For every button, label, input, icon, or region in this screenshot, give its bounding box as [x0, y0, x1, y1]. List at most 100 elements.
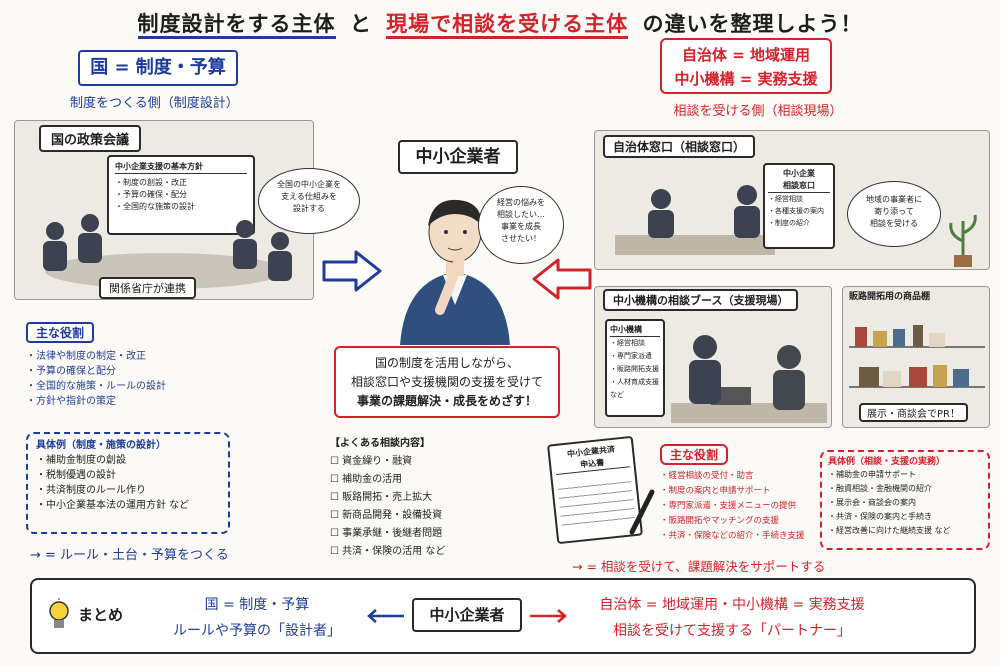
- shelf-note-text: 展示・商談会でPR！: [867, 409, 960, 420]
- shelf-note: 展示・商談会でPR！: [859, 403, 968, 422]
- left-role-item: ・方針や指針の策定: [26, 396, 116, 407]
- consult-item: ☐ 新商品開発・設備投資: [330, 510, 443, 521]
- summary-center: 中小企業者: [412, 598, 522, 632]
- summary-right: 自治体 = 地域運用・中小機構 = 実務支援 相談を受けて支援する「パートナー」: [572, 592, 892, 644]
- left-subheader: 制度をつくる側（制度設計）: [70, 96, 239, 111]
- right-roles: 主な役割 ・経営相談の受付・助言 ・制度の案内と申請サポート ・専門家派遣・支援…: [660, 444, 810, 544]
- booth-sign-item: ・販路開拓支援: [610, 365, 659, 373]
- left-role-text: 法律や制度の制定・改正: [36, 351, 146, 362]
- right-role-text: 共済・保険などの紹介・手続き支援: [668, 531, 805, 541]
- shelf-title: 販路開拓用の商品棚: [849, 292, 931, 302]
- consult-item-text: 販路開拓・売上拡大: [342, 492, 433, 503]
- center-bubble-line: させたい！: [501, 234, 541, 243]
- right-role-text: 販路開拓やマッチングの支援: [668, 516, 780, 526]
- center-bubble-line: 事業を成長: [501, 222, 541, 231]
- right-example-item: ・融資相談・金融機関の紹介: [828, 484, 932, 493]
- meeting-label: 国の政策会議: [39, 125, 142, 152]
- window-bubble-line: 寄り添って: [874, 207, 914, 216]
- window-speech-bubble: 地域の事業者に 寄り添って 相談を受ける: [847, 181, 941, 247]
- left-roles: 主な役割 ・法律や制度の制定・改正 ・予算の確保と配分 ・全国的な施策・ルールの…: [26, 322, 266, 409]
- policy-board-list: ・制度の創設・改正 ・予算の確保・配分 ・全国的な施策の設計: [115, 177, 247, 213]
- summary-box: まとめ 国 = 制度・予算 ルールや予算の「設計者」 中小企業者 自治体 = 地…: [30, 578, 976, 654]
- left-example-item: ・中小企業基本法の運用方針 など: [36, 500, 190, 511]
- summary-right-line: 自治体 = 地域運用・中小機構 = 実務支援: [599, 597, 865, 613]
- consult-item: ☐ 事業承継・後継者問題: [330, 528, 443, 539]
- left-example-text: 共済制度のルール作り: [46, 485, 146, 496]
- local-window-label: 自治体窓口（相談窓口）: [603, 135, 756, 158]
- booth-sign-item: など: [610, 391, 624, 399]
- center-label-text: 中小企業者: [415, 147, 501, 167]
- consult-item: ☐ 販路開拓・売上拡大: [330, 492, 433, 503]
- left-example-text: 中小企業基本法の運用方針 など: [46, 500, 190, 511]
- lightbulb-icon: [49, 598, 69, 628]
- consult-item: ☐ 資金繰り・融資: [330, 456, 413, 467]
- right-header-line: 自治体 = 地域運用: [681, 46, 810, 64]
- summary-arrow-left-icon: [367, 609, 404, 623]
- right-example-item: ・展示会・商談会の案内: [828, 498, 916, 507]
- local-window-sign-title: 中小企業: [783, 169, 815, 178]
- local-window-scene: 自治体窓口（相談窓口） 中小企業 相談窓口 ・経営相談 ・各種支援の案内 ・制度…: [594, 130, 990, 270]
- booth-sign-item: ・人材育成支援: [610, 378, 659, 386]
- left-role-text: 方針や指針の策定: [36, 396, 116, 407]
- center-message: 国の制度を活用しながら、 相談窓口や支援機関の支援を受けて 事業の課題解決・成長…: [334, 346, 560, 418]
- left-examples: 具体例（制度・施策の設計） ・補助金制度の創設 ・税制優遇の設計 ・共済制度のル…: [26, 432, 230, 534]
- arrow-left-red-icon: [532, 258, 592, 300]
- booth-people-illustration: [671, 335, 827, 423]
- left-example-text: 補助金制度の創設: [46, 455, 126, 466]
- summary-right-line: 相談を受けて支援する「パートナー」: [613, 623, 851, 639]
- consult-item-text: 新商品開発・設備投資: [342, 510, 443, 521]
- right-example-item: ・経営改善に向けた継続支援 など: [828, 526, 951, 535]
- window-bubble-line: 相談を受ける: [870, 219, 918, 228]
- consult-list: 【よくある相談内容】 ☐ 資金繰り・融資 ☐ 補助金の活用 ☐ 販路開拓・売上拡…: [330, 436, 530, 561]
- consult-item-text: 共済・保険の活用 など: [342, 546, 446, 557]
- title-prefix: 制度設計をする主体: [137, 12, 336, 39]
- summary-left-line: ルールや予算の「設計者」: [173, 623, 341, 639]
- center-message-line: 相談窓口や支援機関の支援を受けて: [350, 375, 543, 389]
- left-examples-title: 具体例（制度・施策の設計）: [36, 440, 166, 451]
- booth-sign-item: ・専門家派遣: [610, 352, 652, 360]
- right-conclusion: → = 相談を受けて、課題解決をサポートする: [572, 559, 826, 574]
- right-example-text: 経営改善に向けた継続支援 など: [836, 526, 951, 535]
- consult-item-text: 資金繰り・融資: [342, 456, 413, 467]
- right-roles-title-text: 主な役割: [670, 448, 719, 462]
- right-role-item: ・販路開拓やマッチングの支援: [660, 516, 780, 526]
- center-thought-bubble: 経営の悩みを 相談したい… 事業を成長 させたい！: [478, 186, 564, 264]
- local-window-sign-item: ・経営相談: [768, 195, 803, 203]
- shelf-scene: 販路開拓用の商品棚 展示・商談会でPR！: [842, 286, 990, 428]
- left-bubble-line: 支える仕組みを: [281, 192, 337, 201]
- booth-scene: 中小機構の相談ブース（支援現場） 中小機構 ・経営相談 ・専門家派遣 ・販路開拓…: [594, 286, 832, 428]
- consult-items: ☐ 資金繰り・融資 ☐ 補助金の活用 ☐ 販路開拓・売上拡大 ☐ 新商品開発・設…: [330, 453, 530, 561]
- summary-left: 国 = 制度・予算 ルールや予算の「設計者」: [142, 592, 372, 644]
- ministry-label: 関係省庁が連携: [99, 277, 196, 299]
- booth-label: 中小機構の相談ブース（支援現場）: [603, 289, 799, 311]
- left-thought-bubble: 全国の中小企業を 支える仕組みを 設計する: [258, 168, 360, 234]
- right-examples-title: 具体例（相談・支援の実務）: [828, 457, 946, 467]
- booth-sign-title: 中小機構: [610, 324, 660, 337]
- consult-item-text: 事業承継・後継者問題: [342, 528, 443, 539]
- left-roles-title-text: 主な役割: [36, 326, 85, 340]
- booth-sign-list: ・経営相談 ・専門家派遣 ・販路開拓支援 ・人材育成支援 など: [610, 337, 660, 402]
- right-examples-list: ・補助金の申請サポート ・融資相談・金融機関の紹介 ・展示会・商談会の案内 ・共…: [828, 468, 982, 538]
- window-staff-illustration: [615, 185, 775, 255]
- summary-left-line: 国 = 制度・予算: [204, 597, 310, 613]
- meeting-label-text: 国の政策会議: [51, 133, 130, 148]
- left-conclusion: → = ルール・土台・予算をつくる: [30, 548, 229, 563]
- left-example-item: ・共済制度のルール作り: [36, 485, 146, 496]
- right-role-text: 制度の案内と申請サポート: [668, 486, 771, 496]
- booth-label-text: 中小機構の相談ブース（支援現場）: [613, 294, 789, 307]
- page-title: 制度設計をする主体 と 現場で相談を受ける主体 の違いを整理しよう！: [0, 8, 1000, 39]
- local-window-sign-item: ・各種支援の案内: [768, 207, 824, 215]
- right-role-text: 専門家派遣・支援メニューの提供: [668, 501, 797, 511]
- left-role-item: ・予算の確保と配分: [26, 366, 116, 377]
- consult-item: ☐ 共済・保険の活用 など: [330, 546, 446, 557]
- right-role-item: ・制度の案内と申請サポート: [660, 486, 771, 496]
- local-window-sign-list: ・経営相談 ・各種支援の案内 ・制度の紹介: [768, 193, 830, 229]
- center-bubble-line: 相談したい…: [497, 210, 545, 219]
- right-subheader: 相談を受ける側（相談現場）: [673, 104, 843, 119]
- local-window-sign-title: 相談窓口: [768, 180, 830, 193]
- center-message-line: 国の制度を活用しながら、: [374, 356, 519, 370]
- policy-board-title: 中小企業支援の基本方針: [115, 161, 247, 174]
- policy-board-item: ・全国的な施策の設計: [115, 202, 195, 211]
- left-roles-title: 主な役割: [26, 322, 95, 343]
- business-owner-illustration: [400, 199, 510, 345]
